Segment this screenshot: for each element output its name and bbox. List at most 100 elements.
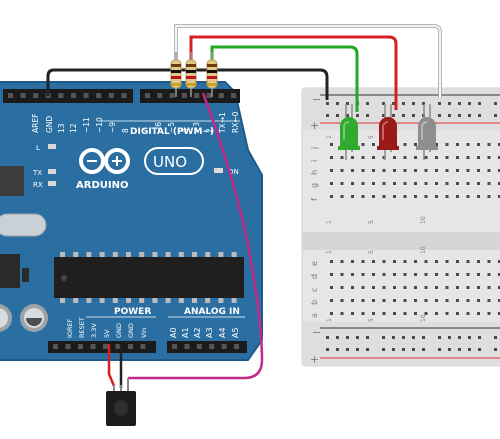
terminal-hole[interactable]	[382, 286, 386, 289]
terminal-hole[interactable]	[487, 195, 491, 198]
terminal-hole[interactable]	[435, 273, 438, 276]
terminal-hole[interactable]	[435, 169, 438, 172]
terminal-hole[interactable]	[466, 156, 470, 159]
terminal-hole[interactable]	[340, 182, 344, 185]
terminal-hole[interactable]	[456, 169, 459, 172]
terminal-hole[interactable]	[424, 195, 428, 198]
terminal-hole[interactable]	[414, 286, 417, 289]
header-socket[interactable]	[157, 93, 163, 98]
terminal-hole[interactable]	[424, 169, 428, 172]
resistor[interactable]	[206, 52, 218, 97]
terminal-hole[interactable]	[393, 299, 396, 302]
terminal-hole[interactable]	[445, 182, 449, 185]
rail-hole[interactable]	[336, 102, 339, 105]
terminal-hole[interactable]	[477, 143, 480, 146]
terminal-hole[interactable]	[414, 195, 417, 198]
terminal-hole[interactable]	[435, 260, 438, 263]
terminal-hole[interactable]	[445, 312, 449, 315]
terminal-hole[interactable]	[340, 260, 344, 263]
rail-hole[interactable]	[356, 348, 359, 351]
header-socket[interactable]	[128, 344, 133, 349]
terminal-hole[interactable]	[487, 260, 491, 263]
terminal-hole[interactable]	[382, 182, 386, 185]
led-gray[interactable]	[416, 104, 438, 160]
rail-hole[interactable]	[422, 102, 425, 105]
terminal-hole[interactable]	[477, 182, 480, 185]
terminal-hole[interactable]	[456, 143, 459, 146]
rail-hole[interactable]	[346, 102, 349, 105]
terminal-hole[interactable]	[393, 286, 396, 289]
led-green[interactable]	[338, 104, 360, 160]
terminal-hole[interactable]	[382, 312, 386, 315]
terminal-hole[interactable]	[435, 299, 438, 302]
rail-hole[interactable]	[448, 336, 451, 339]
terminal-hole[interactable]	[445, 286, 449, 289]
terminal-hole[interactable]	[456, 182, 459, 185]
terminal-hole[interactable]	[361, 286, 365, 289]
terminal-hole[interactable]	[424, 273, 428, 276]
terminal-hole[interactable]	[498, 195, 500, 198]
terminal-hole[interactable]	[393, 182, 396, 185]
header-socket[interactable]	[103, 344, 108, 349]
terminal-hole[interactable]	[403, 312, 407, 315]
terminal-hole[interactable]	[330, 312, 333, 315]
header-socket[interactable]	[90, 344, 96, 349]
rail-hole[interactable]	[346, 348, 349, 351]
terminal-hole[interactable]	[393, 195, 396, 198]
rail-hole[interactable]	[438, 348, 441, 351]
rail-hole[interactable]	[478, 114, 481, 117]
terminal-hole[interactable]	[456, 273, 459, 276]
terminal-hole[interactable]	[372, 286, 375, 289]
rail-hole[interactable]	[448, 102, 451, 105]
terminal-hole[interactable]	[414, 312, 417, 315]
header-socket[interactable]	[196, 344, 202, 349]
header-socket[interactable]	[58, 93, 64, 98]
terminal-hole[interactable]	[372, 156, 375, 159]
terminal-hole[interactable]	[372, 273, 375, 276]
rail-hole[interactable]	[326, 336, 329, 339]
terminal-hole[interactable]	[361, 143, 365, 146]
rail-hole[interactable]	[402, 336, 405, 339]
terminal-hole[interactable]	[424, 260, 428, 263]
resistor[interactable]	[170, 52, 182, 97]
rail-hole[interactable]	[326, 114, 329, 117]
terminal-hole[interactable]	[456, 195, 459, 198]
rail-hole[interactable]	[336, 114, 339, 117]
terminal-hole[interactable]	[351, 299, 354, 302]
terminal-hole[interactable]	[382, 169, 386, 172]
rail-hole[interactable]	[494, 114, 497, 117]
terminal-hole[interactable]	[456, 260, 459, 263]
terminal-hole[interactable]	[382, 299, 386, 302]
terminal-hole[interactable]	[498, 182, 500, 185]
terminal-hole[interactable]	[372, 195, 375, 198]
terminal-hole[interactable]	[477, 195, 480, 198]
header-socket[interactable]	[108, 93, 114, 98]
terminal-hole[interactable]	[498, 143, 500, 146]
terminal-hole[interactable]	[435, 156, 438, 159]
terminal-hole[interactable]	[330, 156, 333, 159]
terminal-hole[interactable]	[382, 195, 386, 198]
rail-hole[interactable]	[346, 336, 349, 339]
rail-hole[interactable]	[336, 336, 339, 339]
rail-hole[interactable]	[438, 102, 441, 105]
rail-hole[interactable]	[412, 348, 415, 351]
rail-hole[interactable]	[392, 114, 395, 117]
terminal-hole[interactable]	[361, 169, 365, 172]
terminal-hole[interactable]	[466, 195, 470, 198]
terminal-hole[interactable]	[340, 312, 344, 315]
terminal-hole[interactable]	[351, 195, 354, 198]
rail-hole[interactable]	[392, 348, 395, 351]
header-socket[interactable]	[184, 344, 190, 349]
terminal-hole[interactable]	[372, 260, 375, 263]
rail-hole[interactable]	[448, 348, 451, 351]
rail-hole[interactable]	[468, 102, 471, 105]
terminal-hole[interactable]	[466, 260, 470, 263]
header-socket[interactable]	[221, 344, 227, 349]
rail-hole[interactable]	[438, 114, 441, 117]
header-socket[interactable]	[121, 93, 127, 98]
rail-hole[interactable]	[494, 102, 497, 105]
rail-hole[interactable]	[478, 336, 481, 339]
terminal-hole[interactable]	[340, 195, 344, 198]
rail-hole[interactable]	[326, 348, 329, 351]
header-socket[interactable]	[172, 344, 177, 349]
